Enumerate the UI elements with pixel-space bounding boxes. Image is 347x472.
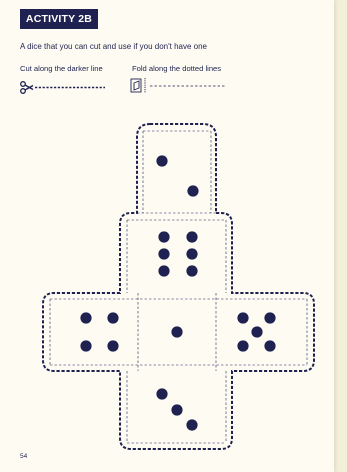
- pip-bottom-2: [171, 404, 182, 415]
- worksheet-page: ACTIVITY 2B A dice that you can cut and …: [0, 0, 334, 472]
- pip-top-2: [187, 185, 198, 196]
- page-number: 54: [20, 453, 27, 460]
- pip-left-2: [107, 312, 118, 323]
- pip-upper-middle-6: [186, 265, 197, 276]
- pip-upper-middle-3: [158, 248, 169, 259]
- fold-lines: [50, 131, 307, 443]
- pip-top-1: [156, 155, 167, 166]
- pip-upper-middle-4: [186, 248, 197, 259]
- pip-right-1: [237, 312, 248, 323]
- pip-bottom-1: [156, 388, 167, 399]
- pip-right-4: [237, 340, 248, 351]
- pip-left-1: [80, 312, 91, 323]
- cut-outline: [43, 124, 314, 449]
- pip-left-3: [80, 340, 91, 351]
- pip-upper-middle-5: [158, 265, 169, 276]
- pip-bottom-3: [186, 419, 197, 430]
- pip-right-3: [251, 326, 262, 337]
- pip-right-2: [264, 312, 275, 323]
- pip-left-4: [107, 340, 118, 351]
- pip-upper-middle-2: [186, 231, 197, 242]
- pip-upper-middle-1: [158, 231, 169, 242]
- pip-center-1: [171, 326, 182, 337]
- pip-right-5: [264, 340, 275, 351]
- dice-net: [0, 0, 334, 472]
